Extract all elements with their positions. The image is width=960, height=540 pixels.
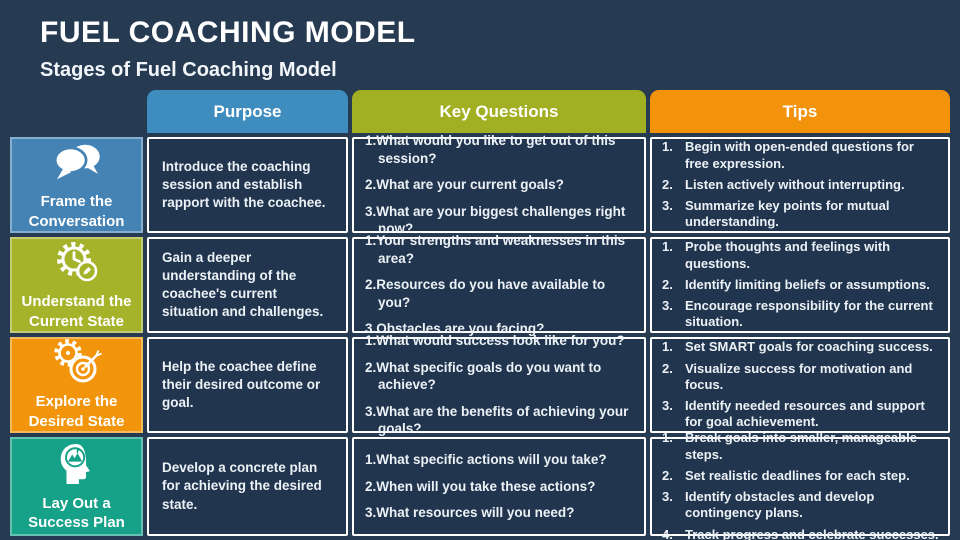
key-questions-list: What would you like to get out of this s… — [365, 132, 636, 238]
list-item: Listen actively without interrupting. — [685, 176, 905, 192]
list-item: What would you like to get out of this s… — [376, 133, 616, 166]
list-item: Encourage responsibility for the current… — [685, 298, 933, 330]
list-item: Probe thoughts and feelings with questio… — [685, 239, 891, 271]
gear-target-icon — [52, 339, 102, 385]
purpose-cell: Develop a concrete plan for achieving th… — [147, 437, 348, 536]
key-questions-list: What would success look like for you? Wha… — [365, 332, 636, 438]
list-item: Set SMART goals for coaching success. — [685, 339, 933, 355]
list-item: What resources will you need? — [376, 505, 575, 521]
column-header-purpose: Purpose — [147, 90, 348, 133]
tips-cell: Break goals into smaller, manageable ste… — [650, 430, 950, 540]
purpose-text: Introduce the coaching session and estab… — [162, 158, 326, 211]
table-corner-spacer — [10, 90, 143, 133]
key-questions-cell: Your strengths and weaknesses in this ar… — [352, 233, 646, 336]
key-questions-cell: What would success look like for you? Wha… — [352, 333, 646, 436]
purpose-cell: Introduce the coaching session and estab… — [147, 137, 348, 233]
tips-cell: Probe thoughts and feelings with questio… — [650, 237, 950, 333]
list-item: What are your current goals? — [376, 177, 564, 193]
tips-list: Begin with open-ended questions for free… — [662, 139, 940, 230]
purpose-cell: Help the coachee define their desired ou… — [147, 337, 348, 433]
stage-label: Lay Out a Success Plan — [28, 494, 125, 532]
list-item: What are the benefits of achieving your … — [376, 403, 629, 437]
list-item: Identify limiting beliefs or assumptions… — [685, 276, 930, 292]
column-header-key-questions: Key Questions — [352, 90, 646, 133]
list-item: Identify needed resources and support fo… — [685, 398, 925, 430]
purpose-text: Gain a deeper understanding of the coach… — [162, 249, 324, 320]
key-questions-list: What specific actions will you take? When… — [365, 451, 636, 522]
list-item: Break goals into smaller, manageable ste… — [685, 430, 917, 462]
list-item: What specific goals do you want to achie… — [376, 359, 602, 393]
list-item: Set realistic deadlines for each step. — [685, 467, 910, 483]
list-item: Resources do you have available to you? — [376, 277, 606, 310]
tips-list: Break goals into smaller, manageable ste… — [662, 430, 940, 540]
list-item: What would success look like for you? — [376, 333, 625, 349]
list-item: Summarize key points for mutual understa… — [685, 198, 890, 230]
tips-list: Set SMART goals for coaching success. Vis… — [662, 339, 940, 430]
chat-bubbles-icon — [51, 139, 103, 185]
stage-understand-the-current-state: Understand the Current State — [10, 237, 143, 333]
list-item: When will you take these actions? — [376, 478, 596, 494]
stage-label: Explore the Desired State — [28, 393, 125, 430]
stage-lay-out-a-success-plan: Lay Out a Success Plan — [10, 437, 143, 536]
list-item: Visualize success for motivation and foc… — [685, 360, 913, 392]
list-item: Track progress and celebrate successes. — [685, 526, 939, 540]
key-questions-cell: What would you like to get out of this s… — [352, 133, 646, 236]
page-title: FUEL COACHING MODEL — [40, 16, 416, 49]
purpose-text: Help the coachee define their desired ou… — [162, 358, 321, 411]
list-item: Your strengths and weaknesses in this ar… — [376, 233, 626, 266]
gear-clock-icon — [53, 239, 101, 285]
purpose-cell: Gain a deeper understanding of the coach… — [147, 237, 348, 333]
list-item: Begin with open-ended questions for free… — [685, 139, 914, 171]
head-plan-icon — [56, 441, 98, 487]
list-item: What specific actions will you take? — [376, 452, 607, 468]
key-questions-cell: What specific actions will you take? When… — [352, 437, 646, 536]
tips-cell: Set SMART goals for coaching success. Vis… — [650, 337, 950, 433]
column-header-tips: Tips — [650, 90, 950, 133]
page-subtitle: Stages of Fuel Coaching Model — [40, 59, 337, 81]
stage-explore-the-desired-state: Explore the Desired State — [10, 337, 143, 433]
stage-label: Understand the Current State — [21, 293, 132, 330]
stage-frame-the-conversation: Frame the Conversation — [10, 137, 143, 233]
fuel-model-table: Purpose Key Questions Tips Frame the Con… — [10, 90, 950, 540]
tips-list: Probe thoughts and feelings with questio… — [662, 239, 940, 330]
tips-cell: Begin with open-ended questions for free… — [650, 137, 950, 233]
list-item: Identify obstacles and develop contingen… — [685, 489, 875, 521]
stage-label: Frame the Conversation — [28, 193, 125, 230]
purpose-text: Develop a concrete plan for achieving th… — [162, 460, 322, 512]
key-questions-list: Your strengths and weaknesses in this ar… — [365, 232, 636, 338]
